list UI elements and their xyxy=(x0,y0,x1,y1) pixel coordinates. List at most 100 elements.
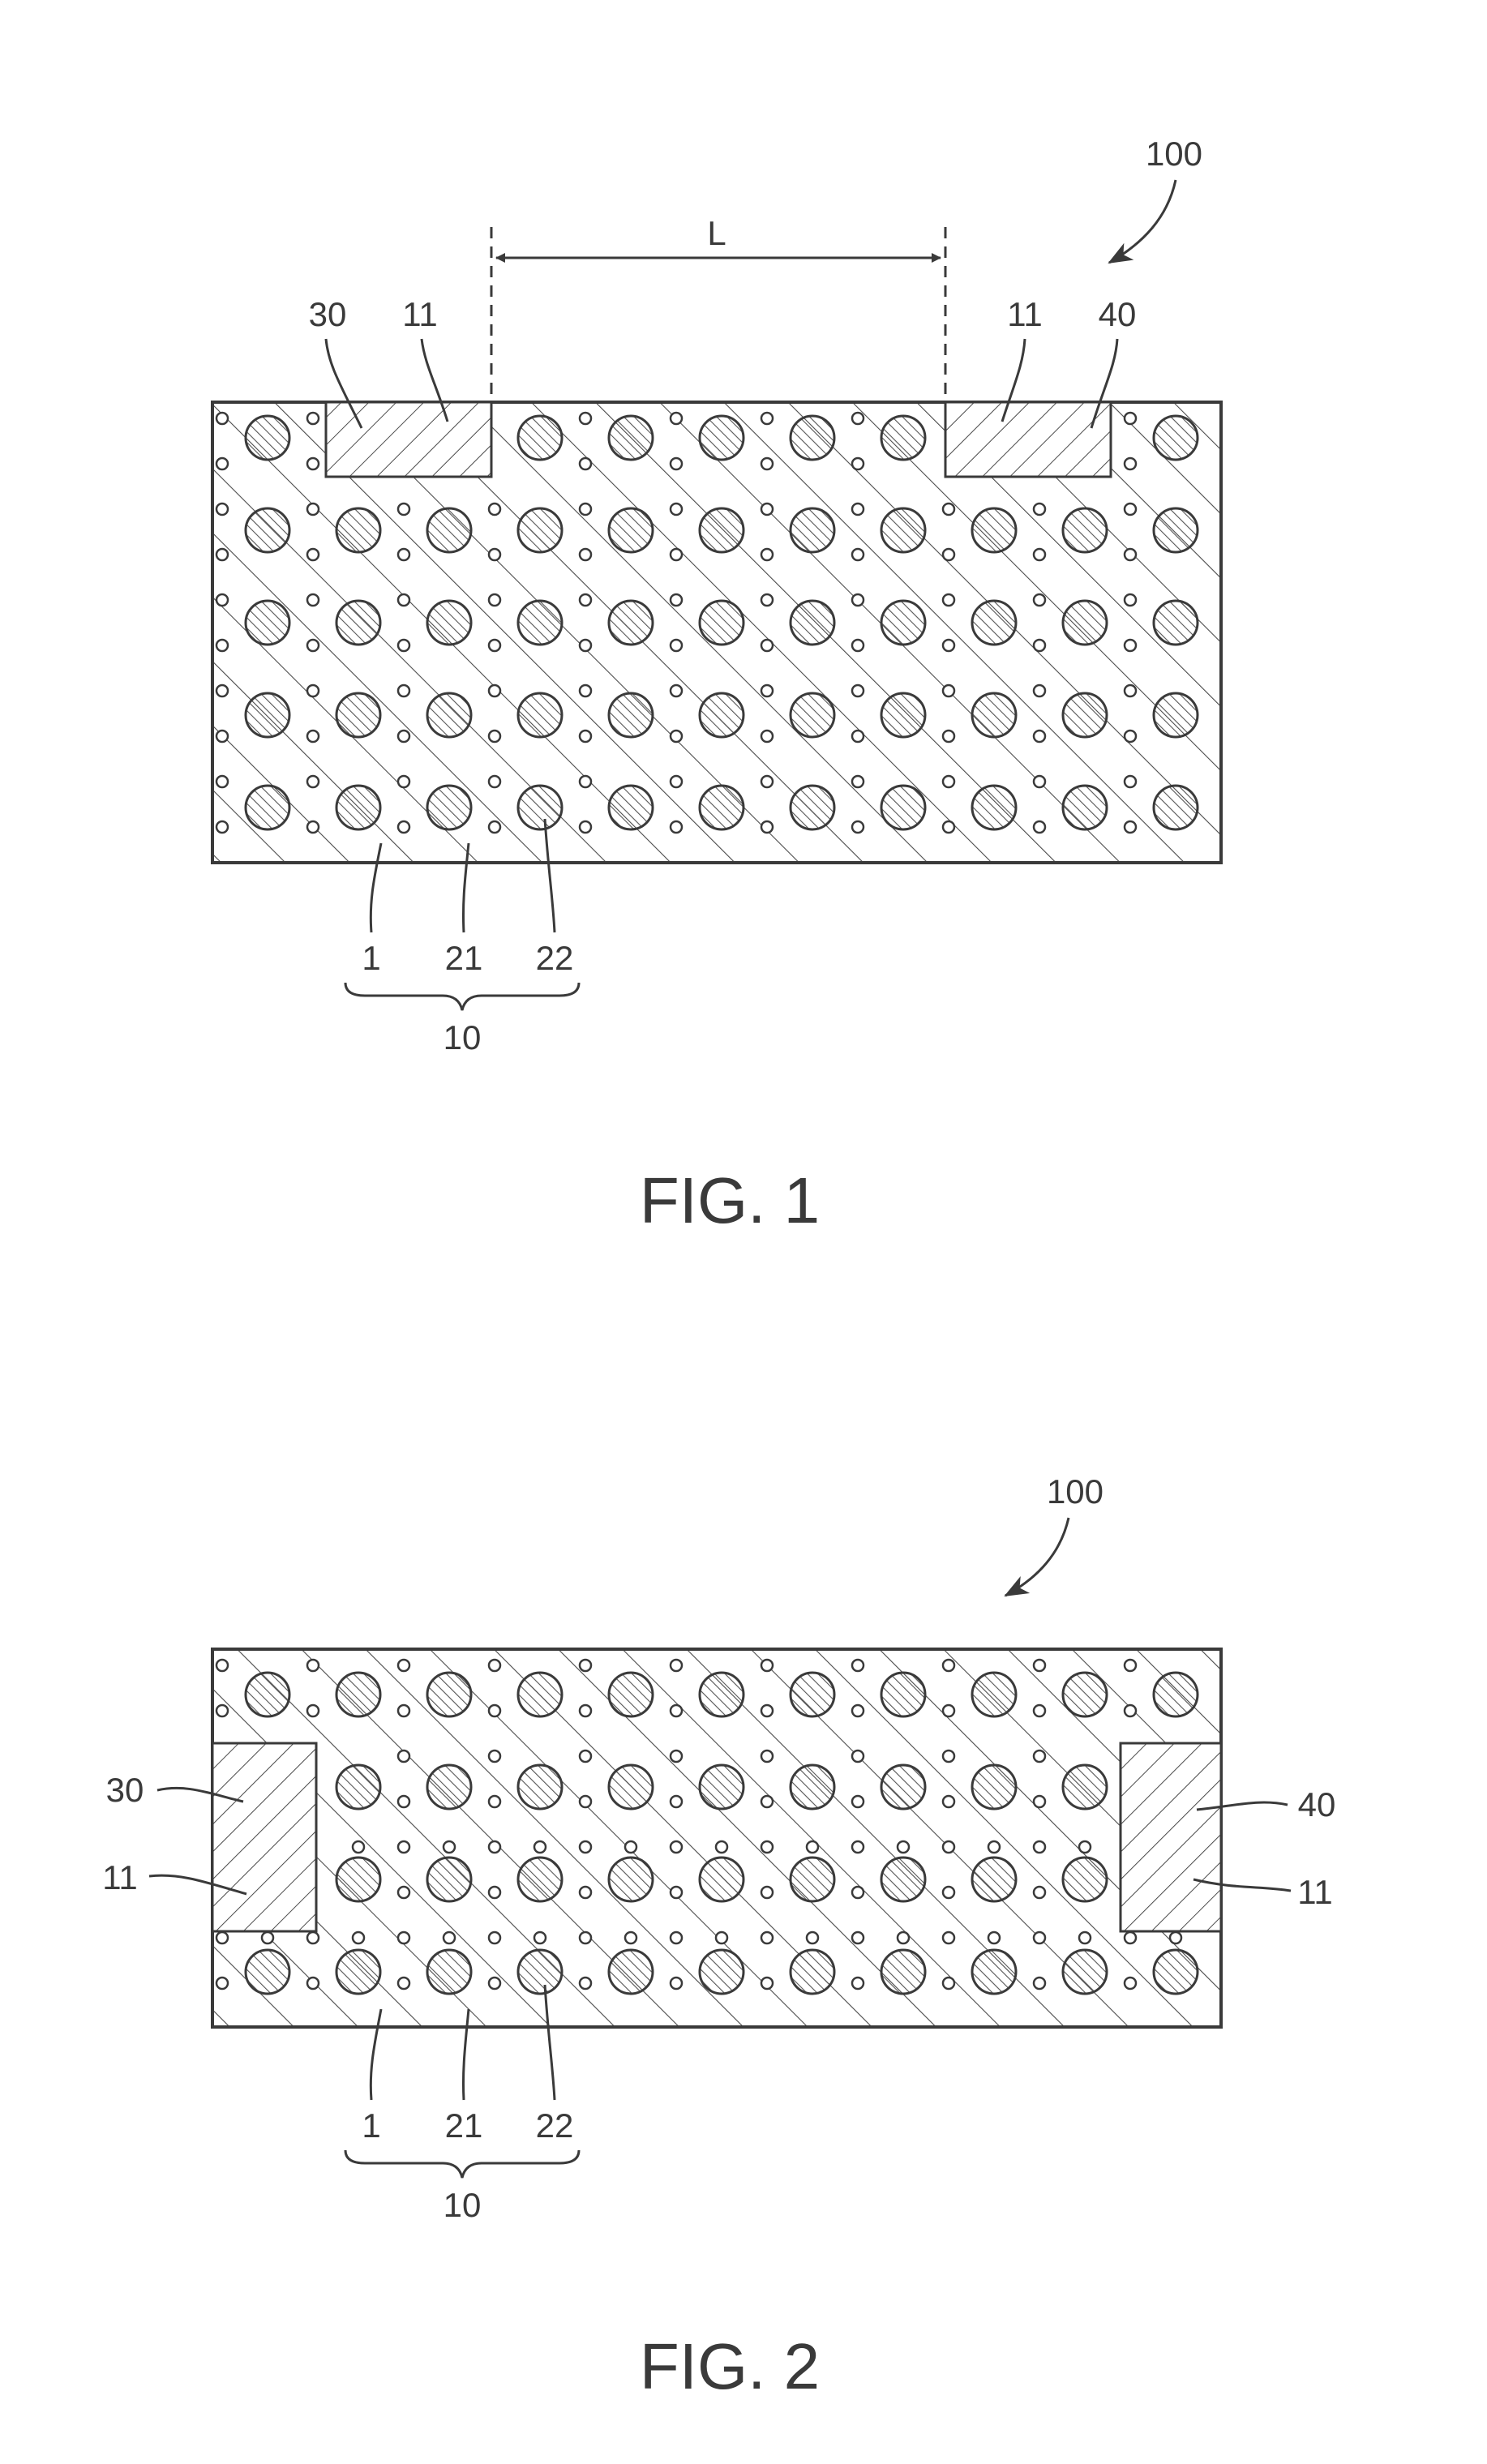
large-particle xyxy=(518,601,562,645)
large-particle xyxy=(427,601,471,645)
small-particle xyxy=(1034,1887,1045,1898)
large-particle xyxy=(609,1765,653,1809)
small-particle xyxy=(761,1887,773,1898)
large-particle xyxy=(791,1765,834,1809)
small-particle xyxy=(943,1660,954,1671)
large-particle xyxy=(336,1950,380,1994)
large-particle xyxy=(972,786,1016,829)
small-particle xyxy=(307,1978,319,1989)
small-particle xyxy=(761,821,773,833)
small-particle xyxy=(398,1978,409,1989)
small-particle xyxy=(353,1932,364,1943)
small-particle xyxy=(1034,685,1045,696)
fig2-ref-40: 40 xyxy=(1298,1785,1336,1823)
large-particle xyxy=(791,1950,834,1994)
small-particle xyxy=(216,776,228,787)
small-particle xyxy=(216,821,228,833)
small-particle xyxy=(1125,1932,1136,1943)
small-particle xyxy=(444,1932,455,1943)
large-particle xyxy=(427,693,471,737)
small-particle xyxy=(716,1932,727,1943)
large-particle xyxy=(1063,1765,1107,1809)
small-particle xyxy=(807,1841,818,1853)
small-particle xyxy=(216,594,228,606)
large-particle xyxy=(881,1950,925,1994)
small-particle xyxy=(398,685,409,696)
large-particle xyxy=(246,1673,289,1716)
large-particle xyxy=(700,1673,744,1716)
large-particle xyxy=(972,508,1016,552)
large-particle xyxy=(972,1765,1016,1809)
small-particle xyxy=(1170,1932,1181,1943)
small-particle xyxy=(852,821,863,833)
large-particle xyxy=(609,1950,653,1994)
small-particle xyxy=(852,1796,863,1807)
small-particle xyxy=(580,776,591,787)
large-particle xyxy=(1063,1950,1107,1994)
small-particle xyxy=(943,594,954,606)
large-particle xyxy=(972,601,1016,645)
small-particle xyxy=(988,1932,1000,1943)
small-particle xyxy=(489,1841,500,1853)
large-particle xyxy=(700,601,744,645)
fig2-ref-21: 21 xyxy=(445,2106,483,2145)
small-particle xyxy=(489,1932,500,1943)
small-particle xyxy=(216,549,228,560)
small-particle xyxy=(216,640,228,651)
small-particle xyxy=(852,549,863,560)
small-particle xyxy=(1034,594,1045,606)
small-particle xyxy=(1079,1841,1091,1853)
large-particle xyxy=(246,786,289,829)
small-particle xyxy=(671,1796,682,1807)
fig1-left-electrode-30 xyxy=(326,402,491,477)
small-particle xyxy=(489,1751,500,1762)
large-particle xyxy=(336,1765,380,1809)
small-particle xyxy=(489,1705,500,1716)
small-particle xyxy=(761,731,773,742)
fig1-right-electrode-40 xyxy=(945,402,1111,477)
small-particle xyxy=(1034,821,1045,833)
small-particle xyxy=(580,1660,591,1671)
small-particle xyxy=(1034,1796,1045,1807)
large-particle xyxy=(791,601,834,645)
small-particle xyxy=(671,1932,682,1943)
small-particle xyxy=(398,1660,409,1671)
large-particle xyxy=(518,1950,562,1994)
small-particle xyxy=(307,731,319,742)
small-particle xyxy=(1034,1932,1045,1943)
small-particle xyxy=(580,685,591,696)
small-particle xyxy=(398,1705,409,1716)
large-particle xyxy=(246,416,289,460)
small-particle xyxy=(625,1841,636,1853)
small-particle xyxy=(852,1932,863,1943)
small-particle xyxy=(852,1978,863,1989)
large-particle xyxy=(791,1858,834,1901)
small-particle xyxy=(761,458,773,469)
large-particle xyxy=(518,1765,562,1809)
small-particle xyxy=(761,1705,773,1716)
small-particle xyxy=(1034,1705,1045,1716)
small-particle xyxy=(1125,731,1136,742)
fig2-ref-10: 10 xyxy=(444,2186,482,2224)
large-particle xyxy=(1154,786,1198,829)
large-particle xyxy=(246,601,289,645)
small-particle xyxy=(216,685,228,696)
fig2-brace-10 xyxy=(345,2150,579,2178)
large-particle xyxy=(1154,508,1198,552)
small-particle xyxy=(671,821,682,833)
small-particle xyxy=(489,1978,500,1989)
small-particle xyxy=(307,1705,319,1716)
small-particle xyxy=(671,1887,682,1898)
small-particle xyxy=(943,1705,954,1716)
small-particle xyxy=(761,549,773,560)
small-particle xyxy=(761,685,773,696)
large-particle xyxy=(1063,1858,1107,1901)
small-particle xyxy=(1125,1705,1136,1716)
small-particle xyxy=(943,821,954,833)
small-particle xyxy=(761,1841,773,1853)
small-particle xyxy=(852,594,863,606)
small-particle xyxy=(671,1978,682,1989)
small-particle xyxy=(307,640,319,651)
fig2-device-ref-label: 100 xyxy=(1047,1472,1103,1511)
